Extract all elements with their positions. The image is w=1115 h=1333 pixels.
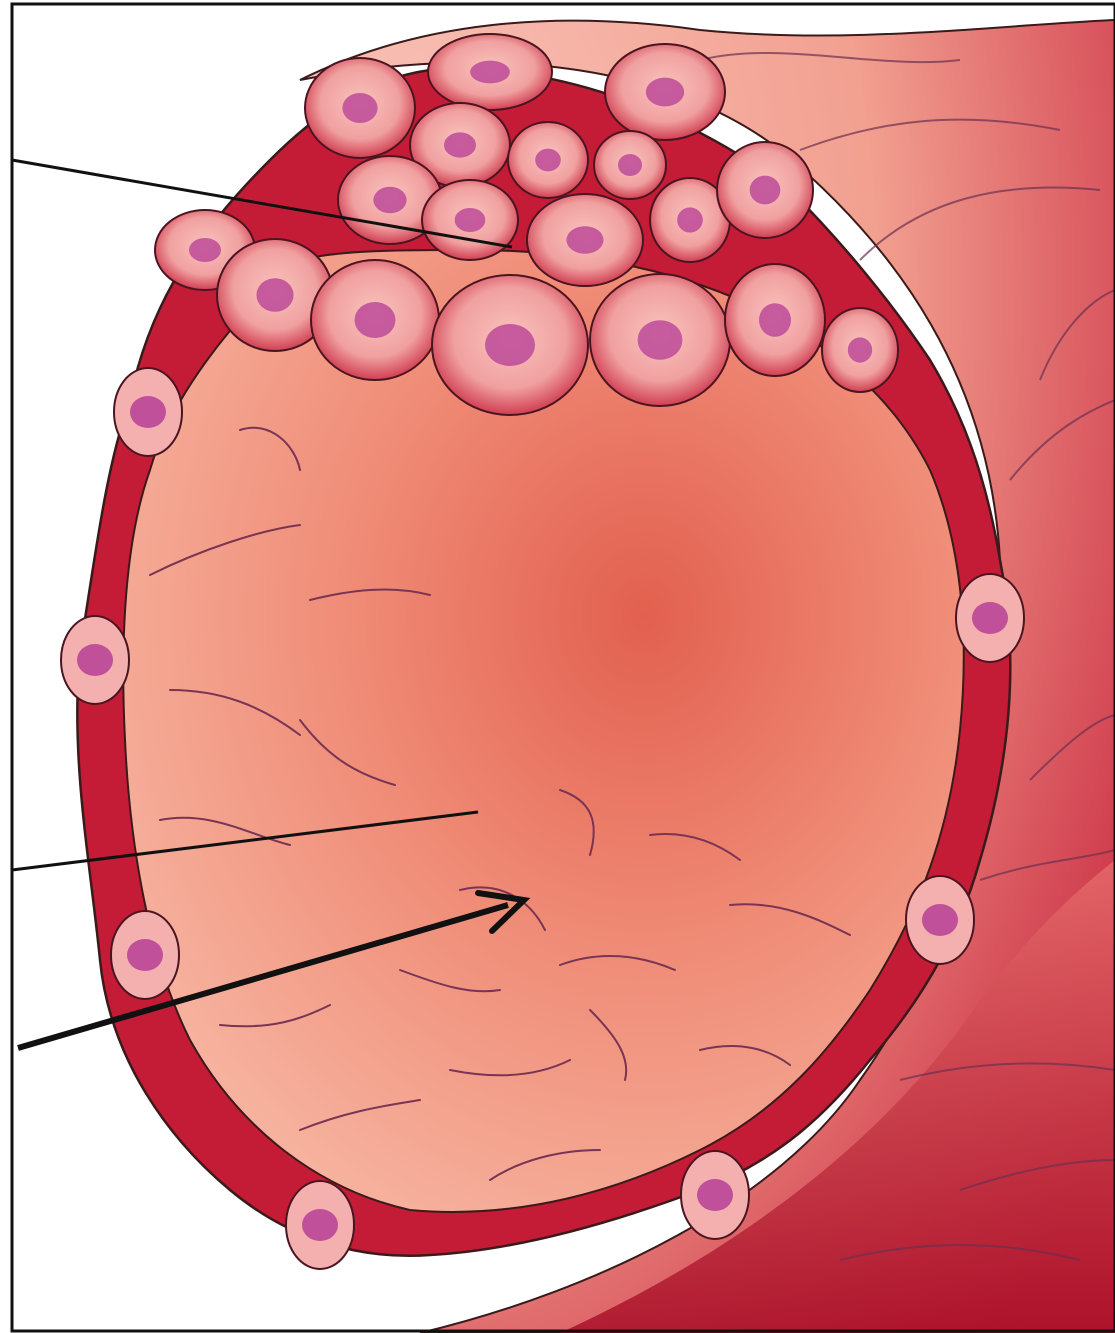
trophoblast-cell [681,1151,749,1239]
icm-cell [717,142,813,238]
nucleus [444,132,476,157]
nucleus [77,644,113,676]
trophoblast-cell [61,616,129,704]
icm-cell [422,180,518,260]
nucleus [455,208,486,232]
nucleus [302,1209,338,1241]
icm-cell [590,274,730,406]
nucleus [535,149,561,172]
nucleus [373,187,406,213]
nucleus [566,226,603,254]
nucleus [697,1179,733,1211]
nucleus [470,61,510,84]
nucleus [485,324,535,366]
trophoblast-cell [111,911,179,999]
icm-cell [725,264,825,376]
nucleus [677,207,703,232]
icm-cell [311,260,439,380]
nucleus [759,303,791,337]
icm-cell [305,58,415,158]
icm-cell [594,131,666,199]
icm-cell [822,308,898,392]
trophoblast-cell [286,1181,354,1269]
icm-cell [508,122,588,198]
nucleus [256,278,293,312]
icm-cell [428,34,552,110]
nucleus [972,602,1008,634]
nucleus [618,154,642,176]
nucleus [130,396,166,428]
nucleus [189,238,221,262]
nucleus [922,904,958,936]
icm-cell [432,275,588,415]
nucleus [638,320,683,360]
trophoblast-cell [956,574,1024,662]
nucleus [355,302,396,338]
nucleus [646,78,684,107]
nucleus [127,939,163,971]
nucleus [848,337,872,362]
trophoblast-cell [114,368,182,456]
nucleus [342,93,377,123]
nucleus [750,176,781,205]
icm-cell [527,194,643,286]
trophoblast-cell [906,876,974,964]
icm-cell [605,44,725,140]
